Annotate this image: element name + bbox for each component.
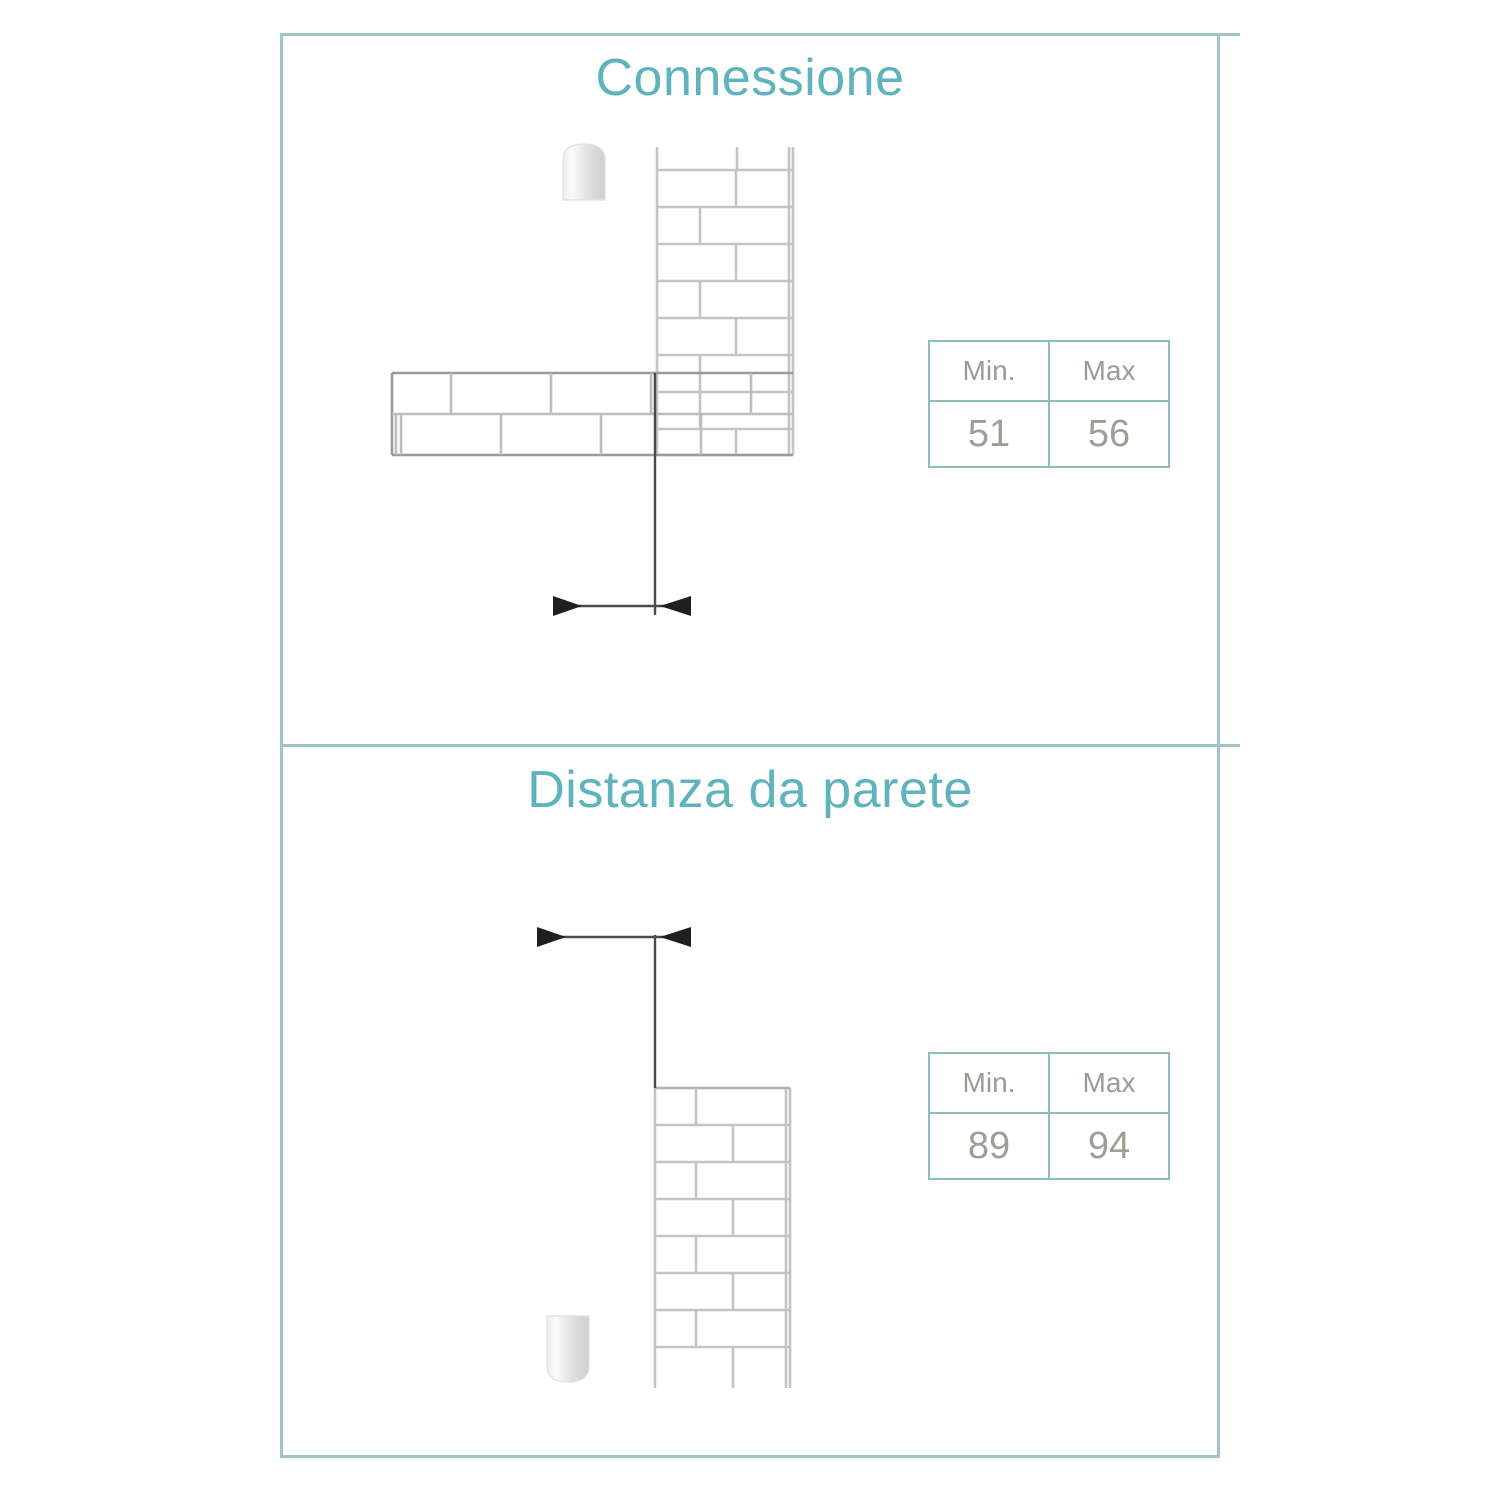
table-value-min: 89	[928, 1112, 1050, 1180]
table-row-values: 89 94	[928, 1112, 1170, 1180]
table-row-headers: Min. Max	[928, 1052, 1170, 1114]
panel-divider	[280, 744, 1240, 747]
table-header-min: Min.	[928, 1052, 1050, 1114]
table-header-max: Max	[1048, 1052, 1170, 1114]
table-value-max: 94	[1048, 1112, 1170, 1180]
table-header-min: Min.	[928, 340, 1050, 402]
measurement-table-distanza-da-parete: Min. Max 89 94	[928, 1052, 1170, 1180]
table-row-headers: Min. Max	[928, 340, 1170, 402]
table-row-values: 51 56	[928, 400, 1170, 468]
panel-title-connessione: Connessione	[595, 49, 905, 107]
panel-title-distanza-da-parete: Distanza da parete	[527, 761, 973, 819]
frame-overhang-line	[1218, 33, 1240, 36]
table-value-min: 51	[928, 400, 1050, 468]
table-header-max: Max	[1048, 340, 1170, 402]
table-value-max: 56	[1048, 400, 1170, 468]
measurement-table-connessione: Min. Max 51 56	[928, 340, 1170, 468]
